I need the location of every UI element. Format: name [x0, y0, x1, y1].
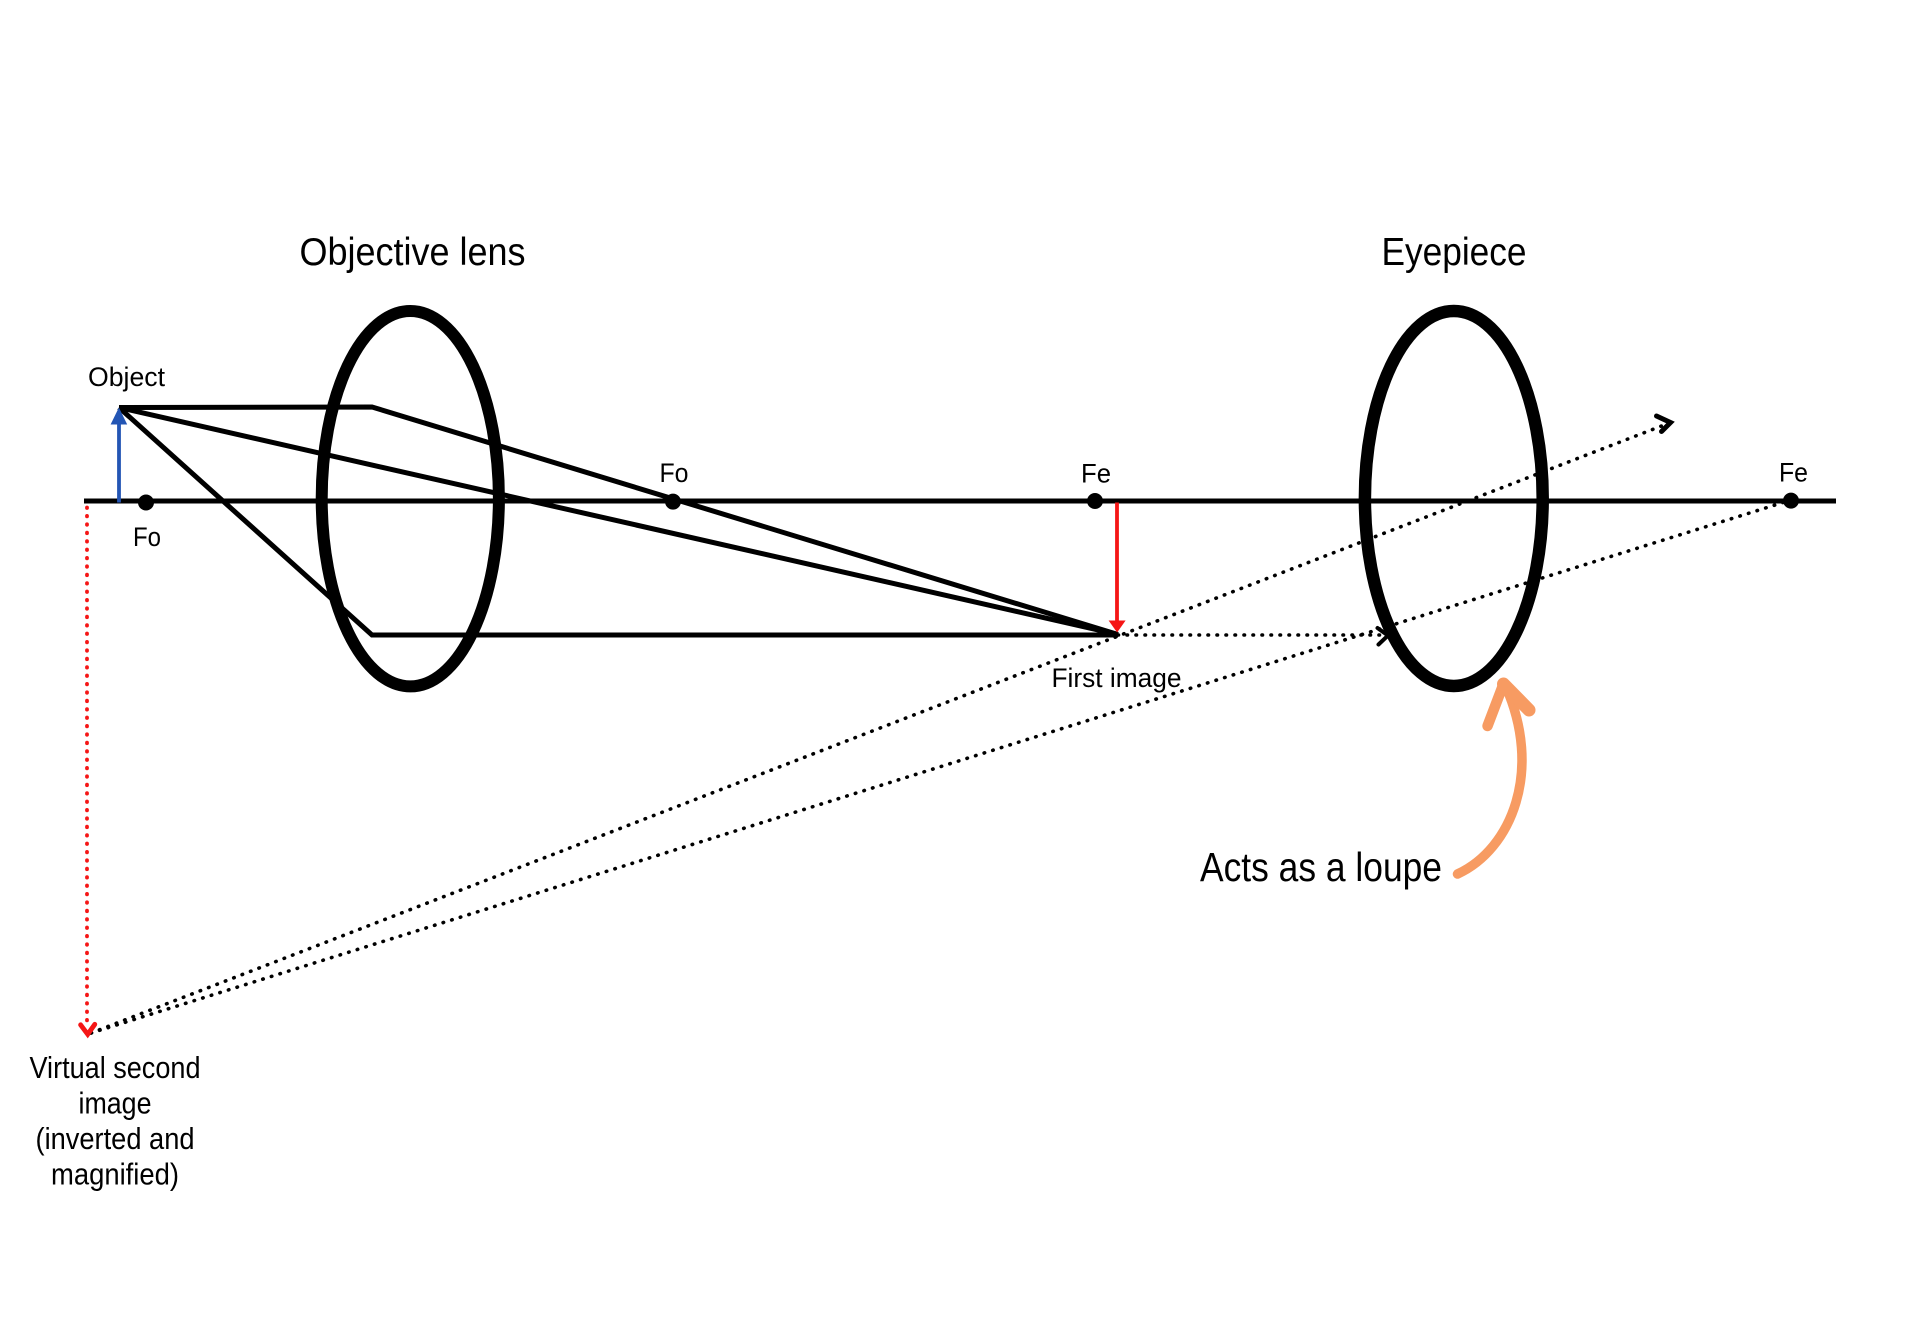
svg-text:Objective lens: Objective lens	[300, 231, 526, 274]
svg-text:Fe: Fe	[1779, 458, 1808, 488]
svg-text:First image: First image	[1052, 663, 1182, 693]
svg-text:Fe: Fe	[1081, 459, 1111, 489]
svg-text:Fo: Fo	[660, 458, 689, 488]
svg-text:Virtual second: Virtual second	[30, 1051, 201, 1085]
svg-text:Eyepiece: Eyepiece	[1382, 231, 1527, 274]
svg-text:image: image	[79, 1087, 152, 1121]
svg-text:Object: Object	[88, 362, 165, 392]
svg-text:Acts as a loupe: Acts as a loupe	[1200, 844, 1442, 890]
svg-text:(inverted and: (inverted and	[36, 1122, 195, 1156]
svg-text:Fo: Fo	[133, 522, 161, 552]
svg-text:magnified): magnified)	[51, 1158, 179, 1192]
